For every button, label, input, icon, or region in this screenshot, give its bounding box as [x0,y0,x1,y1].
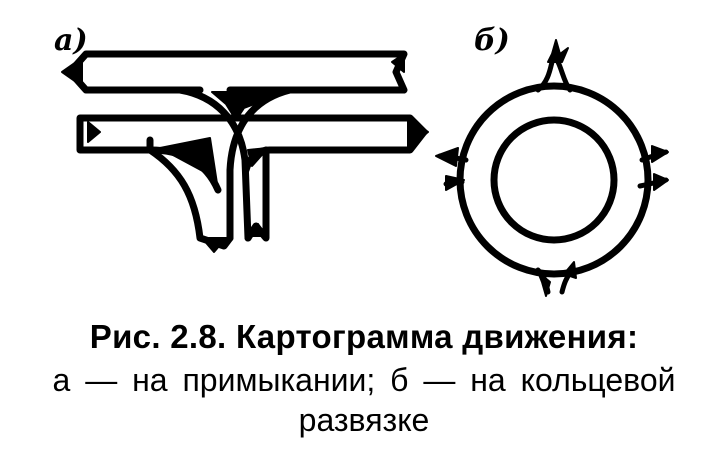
wedge-top-merge [211,91,287,121]
figure-caption-line3: развязке [298,402,430,438]
roundabout-outer-ring [456,82,652,278]
figure-caption-line2: а — на примыкании; б — на кольцевой [52,362,676,398]
approach-north [535,59,573,93]
arrow-tail-top-right [391,53,405,73]
arrow-south-entry [563,261,577,279]
arrow-west-entry [445,175,465,191]
arrow-south [537,271,551,297]
figure-caption-title: Рис. 2.8. Картограмма движения: [89,318,639,355]
arrow-tail-bottom-left [87,121,101,143]
arrow-tail-stem [249,223,267,237]
panel-a-t-junction: а) [54,23,429,253]
traffic-cartogram-figure: а) б) [54,23,669,297]
stream-curve-left-down [176,86,252,242]
arrow-east-entry [653,173,669,191]
arrowhead-right-bottom [407,117,429,149]
arrowhead-down-stem [201,237,227,253]
panel-b-label: б) [474,23,510,58]
roundabout-inner-island [490,116,618,244]
flow-band-top [66,50,408,94]
arrow-north [547,39,569,63]
wedge-left-merge [159,137,219,191]
arrow-east [651,145,669,163]
wedge-right-merge [247,147,269,167]
flow-band-bottom [76,114,428,154]
panel-b-roundabout: б) [435,23,669,297]
panel-a-label: а) [54,23,88,58]
arrow-west [435,147,459,167]
arrowhead-left-top [61,57,83,87]
